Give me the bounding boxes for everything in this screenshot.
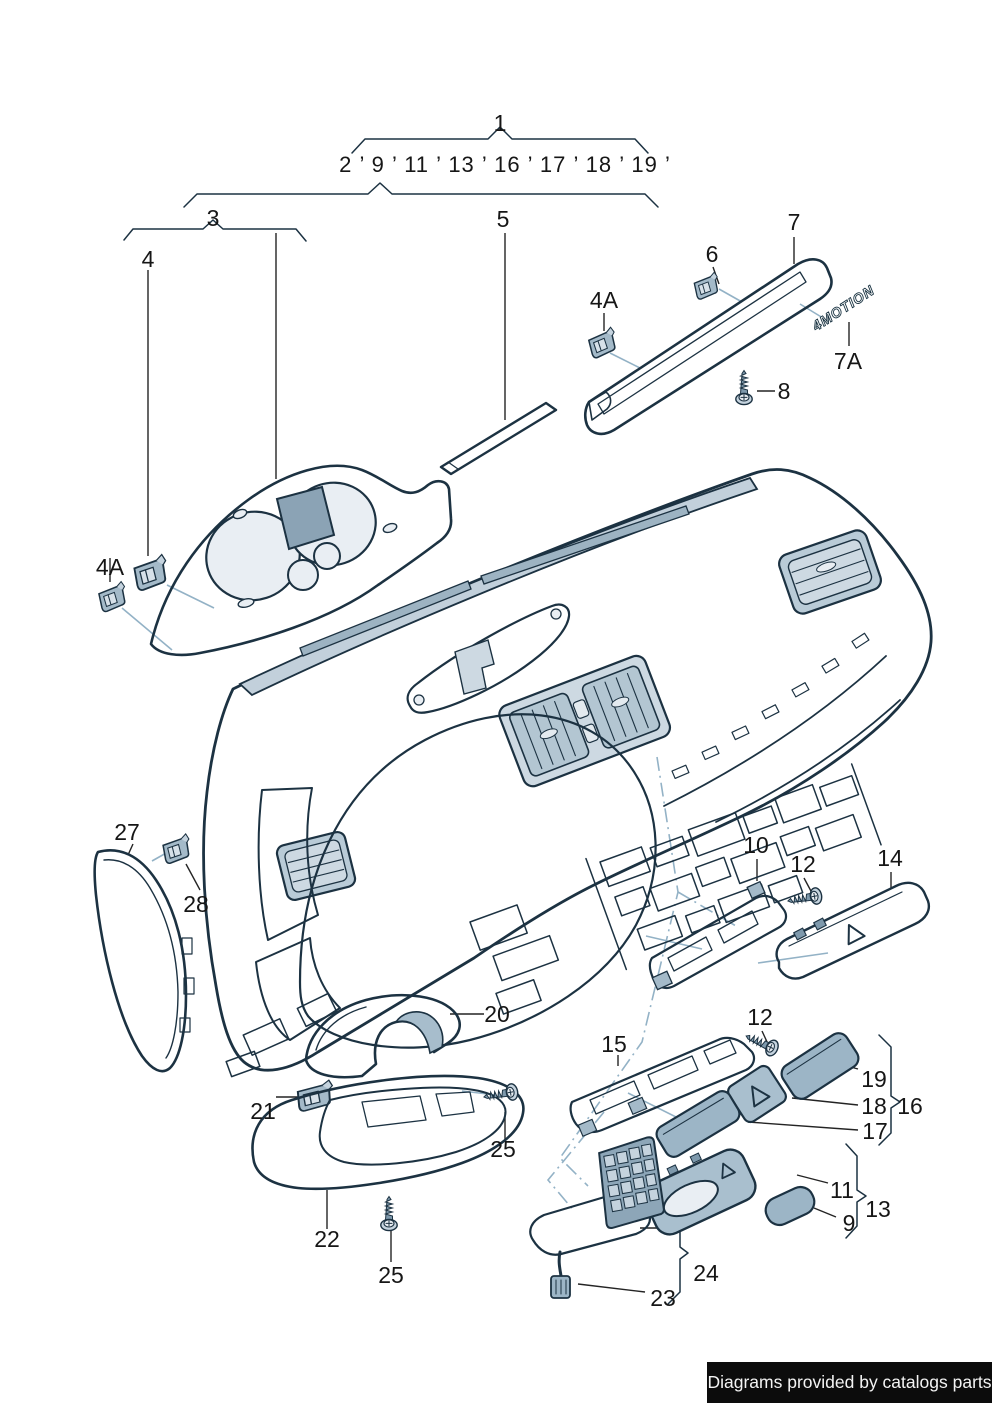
callout-17[interactable]: 17 (862, 1118, 888, 1144)
screw-12-lower (742, 1027, 782, 1059)
part-7-decor-trim: 4MOTION (583, 258, 878, 436)
part-5-trim-strip (439, 401, 558, 476)
part-14-hazard-strip (775, 881, 930, 980)
credit-bar: Diagrams provided by catalogs parts (707, 1362, 992, 1403)
dashboard-body (202, 468, 933, 1078)
screw-12-upper (785, 886, 824, 910)
callout-labels: 1 2 ’ 9 ’ 11 ’ 13 ’ 16 ’ 17 ’ 18 ’ 19 ’ … (96, 110, 923, 1311)
callout-14[interactable]: 14 (877, 845, 903, 871)
callout-11[interactable]: 11 (830, 1177, 854, 1203)
callout-series-row[interactable]: 2 ’ 9 ’ 11 ’ 13 ’ 16 ’ 17 ’ 18 ’ 19 ’ (339, 152, 671, 177)
lower-feet (225, 992, 338, 1078)
part-17-blank-panel (655, 1090, 741, 1158)
callout-19[interactable]: 19 (861, 1066, 887, 1092)
center-vent (498, 654, 672, 788)
callout-12-upper[interactable]: 12 (790, 851, 816, 877)
screw-25-lower (380, 1195, 398, 1232)
clip-28 (160, 832, 195, 865)
callout-7a[interactable]: 7A (834, 348, 863, 374)
callout-27[interactable]: 27 (114, 819, 140, 845)
callout-22[interactable]: 22 (314, 1226, 340, 1252)
callout-25-upper[interactable]: 25 (490, 1136, 516, 1162)
callout-23[interactable]: 23 (650, 1285, 676, 1311)
callout-1[interactable]: 1 (494, 110, 507, 136)
left-vent (275, 830, 357, 902)
callout-5[interactable]: 5 (497, 206, 510, 232)
clip-4a-left (95, 580, 131, 614)
credit-text: Diagrams provided by catalogs parts (707, 1372, 992, 1392)
callout-4a-left[interactable]: 4A (96, 554, 125, 580)
part-24-keypad-module (529, 1136, 665, 1299)
part-22-lower-column-cover (251, 1074, 525, 1191)
callout-8[interactable]: 8 (778, 378, 791, 404)
callout-28[interactable]: 28 (183, 891, 209, 917)
callout-9[interactable]: 9 (843, 1210, 856, 1236)
part-19-blank-panel (780, 1032, 860, 1100)
callout-13[interactable]: 13 (865, 1196, 891, 1222)
callout-7[interactable]: 7 (788, 209, 801, 235)
callout-25-lower[interactable]: 25 (378, 1262, 404, 1288)
right-vent (778, 529, 882, 615)
callout-20[interactable]: 20 (484, 1001, 510, 1027)
callout-24[interactable]: 24 (693, 1260, 719, 1286)
keypad-face (598, 1136, 665, 1230)
callout-3[interactable]: 3 (207, 205, 220, 231)
part-20-upper-column-cover (304, 993, 462, 1079)
callout-18[interactable]: 18 (861, 1093, 887, 1119)
callout-6[interactable]: 6 (706, 241, 719, 267)
callout-4a-top[interactable]: 4A (590, 287, 619, 313)
screw-8 (735, 369, 753, 406)
clip-4 (130, 553, 173, 592)
part-3-instrument-bezel (95, 464, 453, 657)
center-framework (585, 763, 882, 971)
column-bracket (469, 904, 560, 1015)
part-23-connector (550, 1275, 571, 1299)
clip-4a-top (585, 325, 621, 360)
part-21-retainer (294, 1078, 337, 1113)
part-15-switch-carrier (569, 1036, 756, 1138)
badge-4motion: 4MOTION (808, 282, 877, 335)
projection-lines (121, 288, 829, 1213)
part-10-bracket (648, 880, 788, 991)
callout-21[interactable]: 21 (250, 1098, 276, 1124)
part-11-switch-trim (643, 1148, 757, 1236)
brace-group-1 (123, 126, 659, 242)
clip-slot-row (671, 632, 870, 780)
callout-4[interactable]: 4 (142, 246, 155, 272)
clip-6 (691, 271, 723, 301)
callout-15[interactable]: 15 (601, 1031, 627, 1057)
part-27-end-cap (93, 832, 195, 1073)
callout-12-lower[interactable]: 12 (747, 1004, 773, 1030)
part-9-blank-button (764, 1185, 816, 1227)
callout-16[interactable]: 16 (897, 1093, 923, 1119)
callout-10[interactable]: 10 (743, 832, 769, 858)
